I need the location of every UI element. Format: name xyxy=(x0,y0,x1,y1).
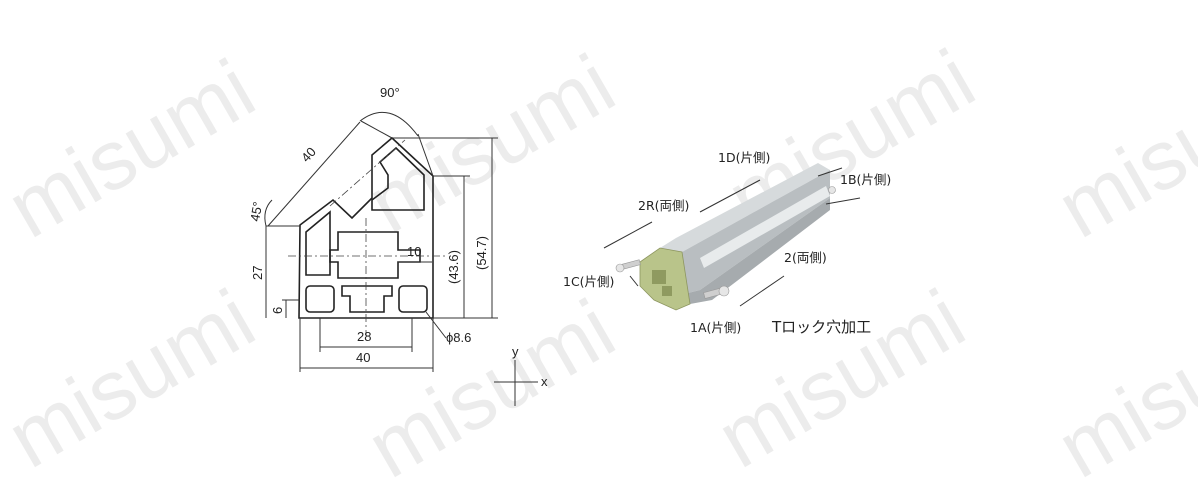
profile-rail xyxy=(700,186,830,268)
end-face-slot xyxy=(652,270,666,284)
dim-height-27: 27 xyxy=(250,266,265,280)
tlock-bolt-right xyxy=(828,186,836,194)
tlock-bolt-bottom xyxy=(703,285,730,299)
profile-lower-face xyxy=(676,198,830,304)
ext-line xyxy=(417,133,434,177)
label-1b: 1B(片側) xyxy=(840,172,891,187)
end-face-slot xyxy=(662,286,672,296)
watermark-text: misumi xyxy=(0,271,269,485)
watermark-layer: misumi misumi misumi misumi misumi misum… xyxy=(0,31,1198,495)
label-1a: 1A(片側) xyxy=(690,320,741,335)
leader-hole xyxy=(425,311,447,339)
profile-left-pocket xyxy=(305,210,331,276)
axis-y-label: y xyxy=(512,344,519,359)
label-tlock-machining: Tロック穴加工 xyxy=(771,318,871,336)
leader-2 xyxy=(825,197,861,205)
label-1c: 1C(片側) xyxy=(563,274,614,289)
watermark-text: misumi xyxy=(0,41,269,255)
leader-1d xyxy=(699,179,761,213)
dim-width-28: 28 xyxy=(357,329,371,344)
watermark-text: misumi xyxy=(1042,41,1198,255)
profile-center-slot xyxy=(329,231,421,279)
profile-slot-bottom-left xyxy=(305,285,335,313)
dim-angle-45: 45° xyxy=(247,201,265,223)
tlock-bolt-left xyxy=(615,259,641,273)
product-illustration: 1D(片側) 1B(片側) 2R(両側) 2(両側) 1C(片側) 1A(片側)… xyxy=(563,150,891,336)
dim-height-6: 6 xyxy=(270,307,285,314)
dim-height-547: (54.7) xyxy=(474,236,489,270)
watermark-text: misumi xyxy=(1042,281,1198,495)
label-1d: 1D(片側) xyxy=(718,150,770,165)
dim-slot-10: 10 xyxy=(407,244,421,259)
leader-2r xyxy=(603,221,653,249)
profile-top-face xyxy=(660,163,830,252)
axis-x-label: x xyxy=(541,374,548,389)
dim-height-436: (43.6) xyxy=(446,250,461,284)
dim-arc-90 xyxy=(359,111,419,137)
centerline-diagonal xyxy=(329,139,406,207)
label-2r: 2R(両側) xyxy=(638,198,689,213)
profile-slot-bottom-right xyxy=(398,285,428,313)
label-2: 2(両側) xyxy=(784,250,827,265)
ext-line xyxy=(360,120,393,139)
dim-arc-45 xyxy=(264,199,273,227)
leader-1b xyxy=(817,167,843,177)
dim-angle-90: 90° xyxy=(380,85,400,100)
cross-section-drawing: 40 90° 45° 27 6 (43.6) (54.7) 10 28 xyxy=(247,85,548,406)
profile-upper-pocket xyxy=(371,146,425,211)
dim-diag-40: 40 xyxy=(298,144,319,165)
watermark-text: misumi xyxy=(352,36,629,250)
dim-width-40: 40 xyxy=(356,350,370,365)
watermark-text: misumi xyxy=(352,281,629,495)
dim-line-diag-40 xyxy=(267,121,361,227)
profile-side-face xyxy=(656,170,830,296)
profile-bottom-slot xyxy=(341,285,393,313)
dim-hole-diameter: ϕ8.6 xyxy=(446,330,471,345)
leader-1c xyxy=(629,275,639,287)
leader-2-lower xyxy=(739,275,785,307)
